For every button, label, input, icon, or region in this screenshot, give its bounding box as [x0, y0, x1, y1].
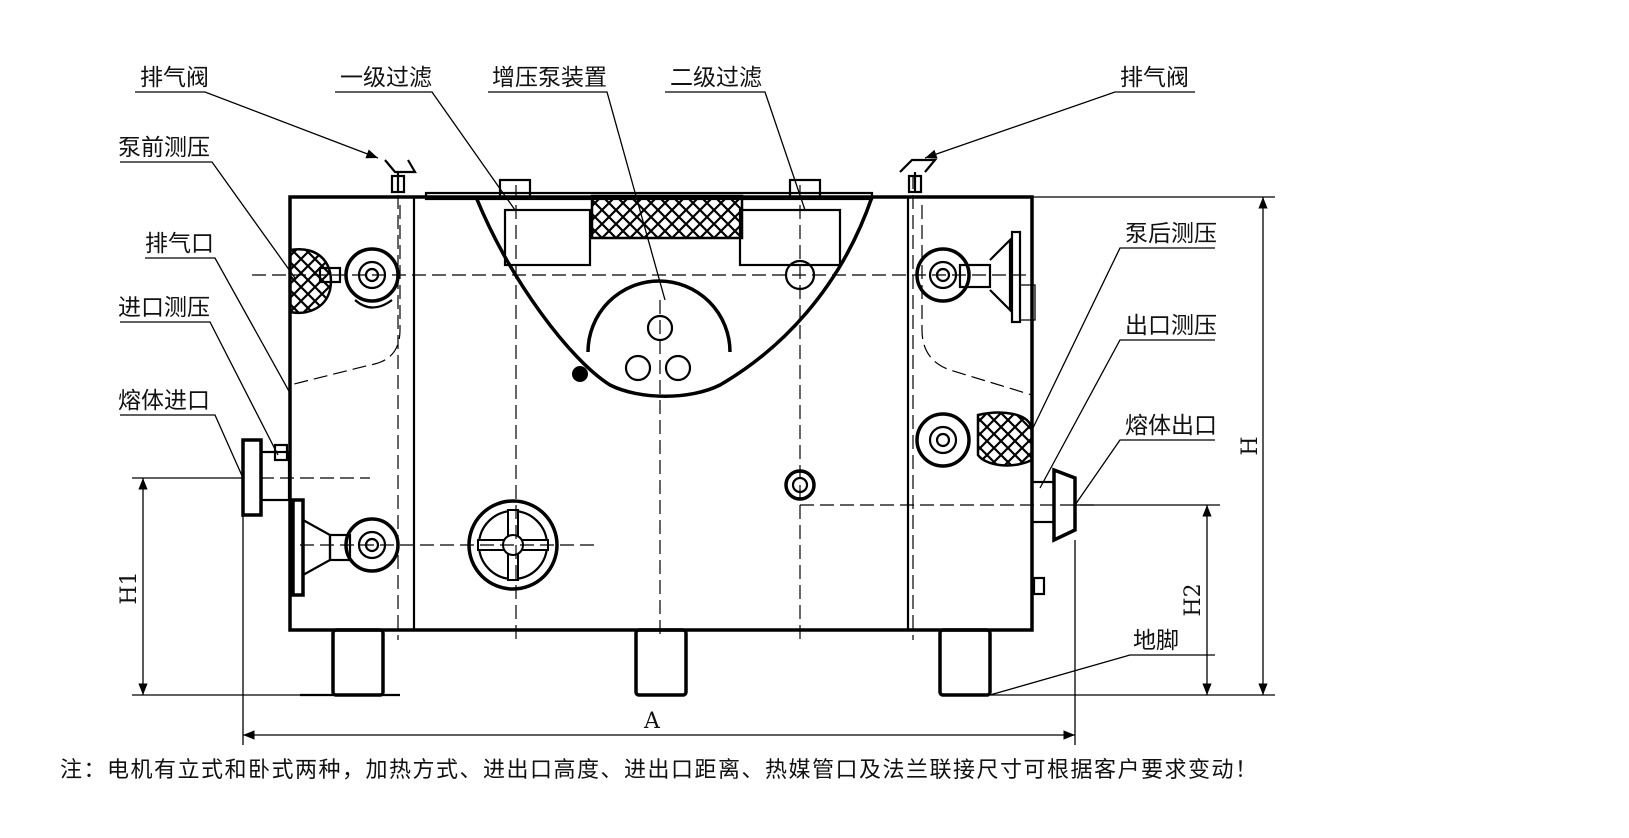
label-melt-outlet: 熔体出口 [1125, 413, 1217, 439]
center-lines [252, 175, 1100, 640]
label-secondary-filter: 二级过滤 [670, 65, 762, 91]
footnote: 注：电机有立式和卧式两种，加热方式、进出口高度、进出口距离、热媒管口及法兰联接尺… [60, 758, 1259, 783]
label-inlet-pressure: 进口测压 [118, 295, 210, 321]
leader-lines [120, 91, 1215, 696]
label-vent-port: 排气口 [145, 231, 214, 257]
cutaway-section [474, 178, 874, 398]
label-vent-valve-right: 排气阀 [1120, 65, 1189, 91]
left-side-components [241, 159, 417, 597]
label-booster-pump: 增压泵装置 [492, 65, 607, 91]
dimension-h2: H2 [1181, 583, 1206, 616]
label-vent-valve-left: 排气阀 [140, 65, 209, 91]
right-side-components [899, 158, 1077, 596]
label-outlet-pressure: 出口测压 [1125, 313, 1217, 339]
label-melt-inlet: 熔体进口 [118, 388, 210, 414]
dimension-h1: H1 [117, 571, 142, 604]
feet [300, 628, 992, 697]
label-primary-filter: 一级过滤 [340, 65, 432, 91]
dimension-a: A [643, 709, 661, 734]
dimension-h: H [1238, 436, 1263, 455]
label-foot: 地脚 [1133, 628, 1179, 654]
dimension-lines [132, 196, 1275, 745]
label-post-pump-pressure: 泵后测压 [1125, 221, 1217, 247]
label-pre-pump-pressure: 泵前测压 [118, 135, 210, 161]
